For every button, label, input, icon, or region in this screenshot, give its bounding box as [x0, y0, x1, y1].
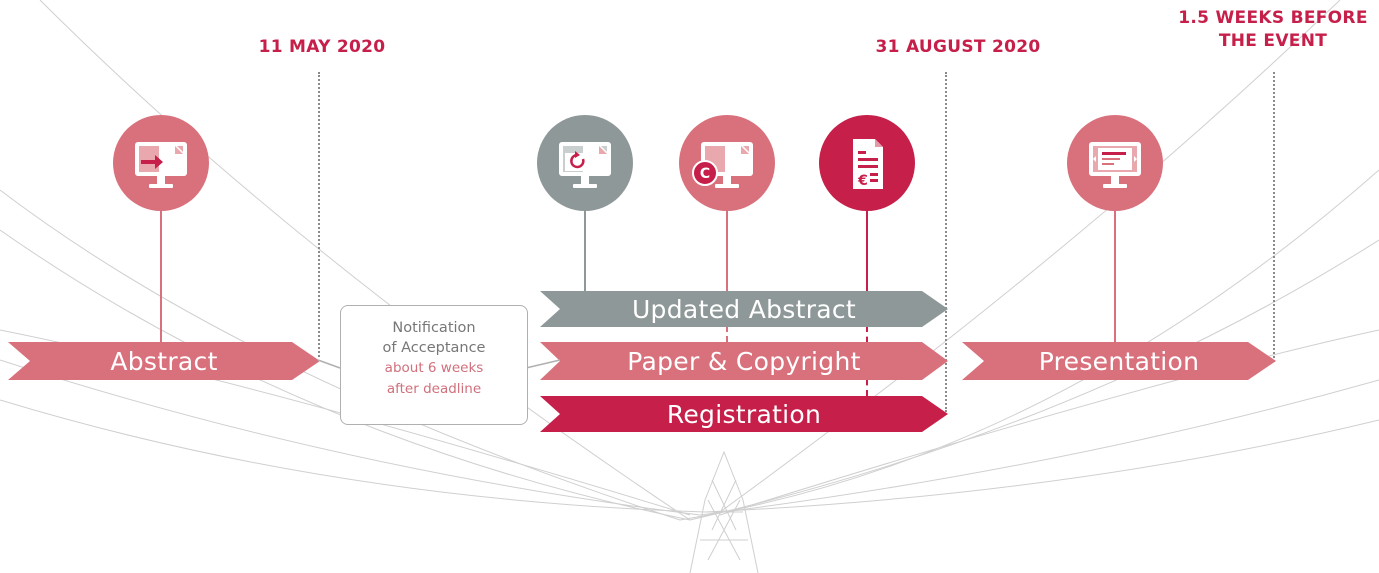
- monitor-refresh-icon: [537, 115, 633, 211]
- stem-registration: [866, 200, 868, 292]
- stem-paper-lower: [726, 326, 728, 342]
- deadline-line-3: [1273, 72, 1275, 362]
- notification-box: Notification of Acceptance about 6 weeks…: [340, 305, 528, 425]
- svg-text:€: €: [857, 173, 868, 189]
- deadline-label-3-line1: 1.5 WEEKS BEFORE: [1178, 8, 1368, 28]
- deadline-line-1: [318, 72, 320, 357]
- invoice-euro-icon: €: [819, 115, 915, 211]
- notification-line4: after deadline: [386, 381, 482, 397]
- step-presentation-label: Presentation: [1038, 346, 1200, 376]
- monitor-arrow-icon: [113, 115, 209, 211]
- deadline-label-1: 11 MAY 2020: [258, 37, 386, 57]
- deadline-line-2: [945, 72, 947, 412]
- notification-line1: Notification: [392, 320, 476, 336]
- step-registration: Registration: [540, 396, 948, 432]
- step-presentation: Presentation: [962, 342, 1276, 380]
- stem-abstract: [160, 200, 162, 342]
- monitor-presentation-icon: [1067, 115, 1163, 211]
- notification-line3: about 6 weeks: [384, 360, 484, 376]
- deadline-label-3-line2: THE EVENT: [1218, 31, 1328, 51]
- step-registration-label: Registration: [666, 399, 822, 429]
- step-updated-abstract: Updated Abstract: [540, 291, 948, 327]
- step-paper-copyright-label: Paper & Copyright: [627, 346, 861, 376]
- step-abstract-label: Abstract: [110, 346, 218, 376]
- stem-updated-abstract: [584, 200, 586, 292]
- stem-presentation: [1114, 200, 1116, 342]
- step-paper-copyright: Paper & Copyright: [540, 342, 948, 380]
- deadline-label-2: 31 AUGUST 2020: [875, 37, 1041, 57]
- step-abstract: Abstract: [8, 342, 320, 380]
- monitor-copyright-icon: C: [679, 115, 775, 211]
- notification-line2: of Acceptance: [382, 340, 486, 356]
- step-updated-abstract-label: Updated Abstract: [631, 294, 857, 324]
- stem-paper: [726, 200, 728, 294]
- svg-text:C: C: [700, 166, 710, 182]
- deadline-label-3: 1.5 WEEKS BEFORE THE EVENT: [1168, 7, 1378, 53]
